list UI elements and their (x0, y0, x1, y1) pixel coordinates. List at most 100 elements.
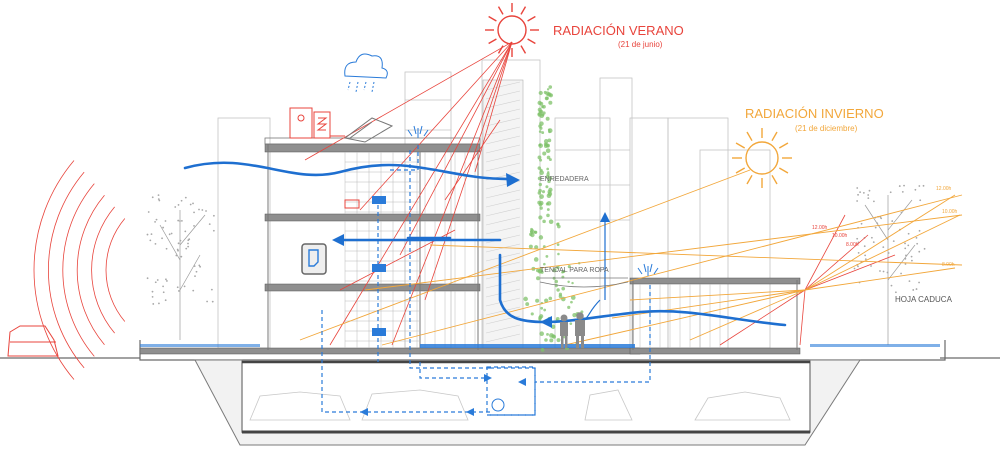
leaf (543, 139, 549, 144)
stair-core (482, 79, 524, 349)
leaf (567, 305, 571, 310)
summer-label: RADIACIÓN VERANO (21 de junio) (553, 23, 684, 49)
leaf (538, 188, 542, 193)
leaf (556, 265, 560, 270)
leaf (542, 151, 547, 156)
leaf (545, 254, 549, 258)
leaf (557, 252, 560, 256)
leaf (528, 244, 533, 249)
flow-arrows (360, 374, 526, 416)
leaf (543, 142, 548, 146)
leaf (544, 298, 549, 303)
leaf (537, 155, 542, 160)
leaf (556, 243, 560, 247)
leaf (533, 230, 538, 234)
time-label: 10.00h (832, 233, 848, 239)
leaf (525, 302, 530, 307)
leaf (538, 124, 542, 128)
leaf (546, 201, 552, 206)
leaf (546, 155, 551, 160)
leaf (561, 270, 564, 274)
leaf (538, 90, 543, 96)
leaf (543, 308, 547, 312)
summer-title: RADIACIÓN VERANO (553, 23, 684, 38)
leaf (535, 298, 540, 303)
climber-label: ENREDADERA (540, 176, 589, 183)
leaf (548, 158, 552, 162)
leaf (530, 232, 535, 238)
leaf (546, 167, 550, 171)
leaf (529, 229, 535, 234)
noise-arc (105, 218, 126, 322)
leaf (536, 276, 541, 281)
leaf (545, 96, 549, 100)
leaf (561, 286, 566, 291)
leaf (538, 215, 543, 220)
noise-arc (62, 183, 95, 357)
leaf (539, 206, 543, 210)
leaf (547, 138, 552, 143)
leaf (545, 185, 549, 189)
leaf (548, 93, 554, 98)
winter-label: RADIACIÓN INVIERNO (21 de diciembre) (745, 106, 884, 133)
leaf (545, 148, 551, 154)
leaf (539, 194, 544, 199)
leaf (541, 131, 545, 135)
leaf (540, 306, 544, 310)
leaf (569, 322, 573, 326)
leaf (556, 338, 561, 343)
water-pump (491, 398, 505, 412)
leaf (534, 245, 539, 250)
time-label: 8.00h (942, 262, 955, 268)
basement-cars (249, 389, 791, 421)
leaf (542, 111, 546, 115)
leaf (542, 104, 546, 109)
leaf (552, 268, 557, 273)
leaf (538, 130, 542, 133)
leaf (556, 288, 560, 292)
main-building (139, 137, 801, 355)
leaf (538, 235, 544, 240)
leaf (567, 264, 571, 269)
leaf (546, 172, 550, 176)
leaf (539, 101, 544, 106)
sprinkler-icon (637, 263, 659, 276)
leaf (544, 338, 548, 342)
leaf (538, 317, 542, 321)
basement (194, 359, 861, 446)
leaf (546, 208, 550, 211)
leaf (538, 143, 543, 148)
leaf (539, 331, 544, 336)
leaf (571, 281, 574, 285)
noise-arc (48, 171, 85, 369)
toilet-icon (301, 243, 327, 275)
sun-icon (485, 3, 539, 57)
leaf (548, 187, 553, 192)
leaf (541, 190, 546, 194)
leaf (537, 176, 542, 181)
noise-arc (33, 160, 75, 380)
water-network (321, 145, 651, 416)
leaf (546, 193, 552, 199)
leaf (539, 158, 543, 162)
left-tree (146, 194, 215, 340)
car-icon (7, 325, 59, 357)
sprinkler-icon (407, 125, 429, 138)
leaf (548, 100, 553, 105)
leaf (540, 270, 544, 274)
leaf (530, 312, 534, 316)
leaf (538, 182, 543, 187)
clothesline-label: TENDAL PARA ROPA (540, 267, 609, 274)
leaf (554, 279, 559, 284)
leaf (537, 112, 543, 117)
solar-collector-icon (343, 117, 394, 143)
water-tank-icon (289, 107, 345, 139)
deciduous-label: HOJA CADUCA (895, 295, 953, 304)
winter-title: RADIACIÓN INVIERNO (745, 106, 884, 121)
right-tree (853, 184, 926, 345)
winter-rays (299, 169, 963, 346)
leaf (546, 213, 550, 218)
leaf (570, 300, 573, 304)
summer-date: (21 de junio) (618, 40, 663, 49)
